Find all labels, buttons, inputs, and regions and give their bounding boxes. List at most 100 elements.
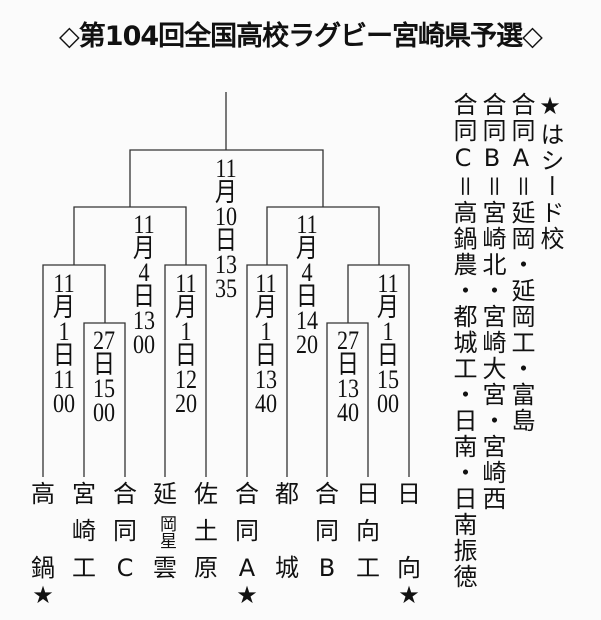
team-name-char [389, 513, 429, 550]
datetime-part: 11 [133, 210, 155, 239]
datetime-part: 20 [295, 330, 319, 359]
team-name-char: 城 [275, 554, 299, 582]
datetime-part: 日 [376, 341, 400, 370]
datetime-part: 月 [295, 234, 319, 263]
datetime-part: 月 [132, 234, 156, 263]
q1-bracket [42, 264, 106, 477]
datetime-part: 11 [377, 269, 399, 298]
team-name-char: 原 [194, 554, 218, 582]
team-name-char: 日 [397, 480, 421, 508]
team-name: 日向工 [348, 476, 388, 587]
team-name-char: 同 [113, 517, 137, 545]
datetime-part: 月 [174, 293, 198, 322]
seed-star-icon: ★ [32, 581, 54, 609]
datetime-part: 00 [92, 398, 116, 427]
datetime-part: 日 [92, 350, 116, 379]
team-name-char: 工 [356, 554, 380, 582]
team-name-char [23, 513, 63, 550]
datetime-part: 1 [382, 317, 394, 346]
datetime-part: 14 [295, 306, 319, 335]
datetime-part: 15 [92, 374, 116, 403]
team-name-char: 合 [113, 480, 137, 508]
page-title: ◇第104回全国高校ラグビー宮崎県予選◇ [59, 21, 543, 52]
team-name-char: 宮 [72, 480, 96, 508]
datetime-part: 00 [52, 389, 76, 418]
legend-joint-a: 合同A＝延岡・延岡工・富島 [507, 92, 535, 434]
team-name: 佐土原 [186, 476, 226, 587]
datetime-part: 13 [132, 306, 156, 335]
datetime-part: 1 [260, 317, 272, 346]
final-bracket [129, 149, 324, 207]
team-name-char: 同 [315, 517, 339, 545]
datetime-part: 11 [255, 269, 277, 298]
legend-joint-b: 合同B＝宮崎北・宮崎大宮・宮崎西 [478, 92, 506, 512]
team-name-char: 向 [356, 517, 380, 545]
team-name-char: 合 [315, 480, 339, 508]
team-name-char: 鍋 [31, 554, 55, 582]
datetime-part: 日 [132, 282, 156, 311]
datetime-part: 11 [175, 269, 197, 298]
semi-left-bracket [73, 206, 187, 265]
datetime-part: 月 [52, 293, 76, 322]
datetime-part: 日 [52, 341, 76, 370]
team-name-char: C [116, 554, 134, 582]
datetime-part: 00 [132, 330, 156, 359]
team-name-char [267, 513, 307, 550]
datetime-part: 1 [58, 317, 70, 346]
team-name-char: 向 [397, 554, 421, 582]
team-name: 宮崎工 [64, 476, 104, 587]
legend-seed-note: ★はシード校 [536, 92, 564, 252]
r1-right-bracket [326, 322, 369, 477]
datetime-part: 日 [336, 350, 360, 379]
datetime-part: 月 [376, 293, 400, 322]
datetime-part: 11 [296, 210, 318, 239]
datetime-part: 月 [254, 293, 278, 322]
datetime-part: 日 [254, 341, 278, 370]
datetime-part: 11 [53, 269, 75, 298]
datetime-part: 10 [214, 202, 238, 231]
team-name-char: B [318, 554, 336, 582]
team-name-char: 工 [72, 554, 96, 582]
team-name-char: A [238, 554, 256, 582]
seed-star-icon: ★ [236, 581, 258, 609]
q4-bracket [347, 264, 410, 477]
team-name: 都城 [267, 476, 307, 587]
team-name-char: 崎 [72, 517, 96, 545]
team-name-char: 佐 [194, 480, 218, 508]
datetime-part: 日 [174, 341, 198, 370]
datetime-part: 11 [215, 154, 237, 183]
datetime-part: 月 [214, 178, 238, 207]
legend-joint-c: 合同C＝高鍋農・都城工・日南・日南振徳 [449, 92, 477, 590]
datetime-part: 4 [138, 258, 150, 287]
datetime-part: 12 [174, 365, 198, 394]
datetime-part: 4 [301, 258, 313, 287]
datetime-part: 1 [180, 317, 192, 346]
semi-right-bracket [266, 206, 380, 265]
datetime-part: 13 [214, 250, 238, 279]
team-name: 高鍋★ [23, 476, 63, 609]
team-name-char: 岡星 [156, 514, 176, 549]
team-name-char: 日 [356, 480, 380, 508]
team-name-char: 同 [235, 517, 259, 545]
datetime-part: 日 [214, 226, 238, 255]
datetime-part: 20 [174, 389, 198, 418]
datetime-part: 40 [336, 398, 360, 427]
team-name-char: 土 [194, 517, 218, 545]
team-name: 延岡星雲 [145, 476, 185, 587]
team-name-char: 雲 [153, 554, 177, 582]
seed-star-icon: ★ [398, 581, 420, 609]
datetime-part: 13 [336, 374, 360, 403]
datetime-part: 11 [53, 365, 75, 394]
